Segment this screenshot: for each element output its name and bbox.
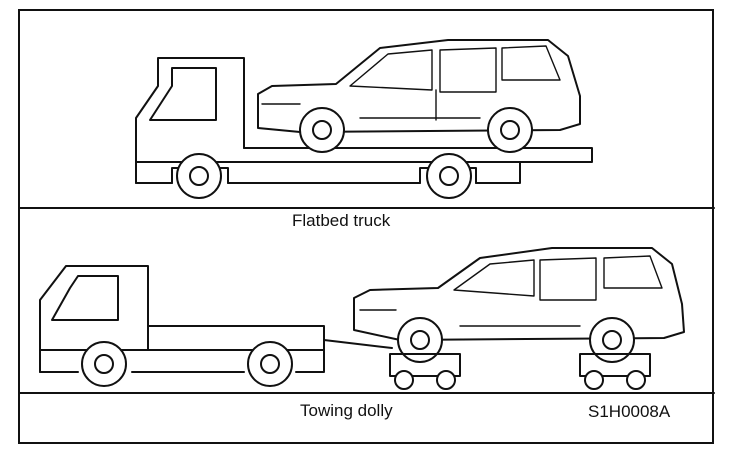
figure-code: S1H0008A [588,402,671,421]
towing-dolly [389,353,651,390]
flatbed-truck [135,57,593,199]
tow-truck [39,265,393,387]
towing-dolly-caption: Towing dolly [300,401,393,420]
car-on-flatbed [257,39,581,153]
towed-car [353,247,685,363]
flatbed-truck-caption: Flatbed truck [292,211,391,230]
